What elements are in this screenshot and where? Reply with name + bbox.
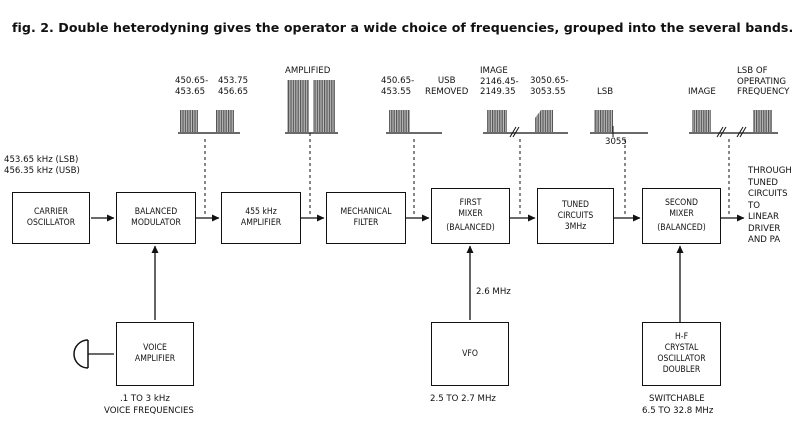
block-line: CRYSTAL — [664, 343, 699, 353]
vfo-output-frequency: 2.6 MHz — [476, 287, 511, 297]
spectrum-line: IMAGE — [480, 66, 508, 76]
spectrum-1-lsb-label: 450.65- 453.65 — [175, 76, 208, 97]
carrier-frequency-lsb: 453.65 kHz (LSB) — [4, 155, 79, 165]
spectrum-5-lsb — [590, 110, 648, 137]
microphone-icon — [73, 339, 114, 369]
block-line: FILTER — [353, 218, 379, 228]
block-line: CARRIER — [34, 207, 68, 217]
vfo-block: VFO — [431, 322, 509, 386]
spectrum-line: 3050.65- — [530, 76, 569, 86]
spectrum-4-image-label: IMAGE 2146.45- 2149.35 — [480, 66, 519, 98]
block-line: 3MHz — [564, 221, 587, 232]
spectrum-line: FREQUENCY — [737, 87, 790, 97]
output-line: LINEAR — [748, 212, 780, 222]
voice-frequencies-label: VOICE FREQUENCIES — [104, 406, 194, 416]
block-line: MECHANICAL — [340, 207, 392, 217]
block-line: OSCILLATOR — [26, 218, 76, 228]
spectrum-line: REMOVED — [425, 86, 469, 97]
spectrum-3-label: 450.65- 453.55 — [381, 76, 414, 97]
spectrum-4-image — [483, 110, 568, 138]
block-line: H-F — [674, 332, 689, 342]
block-line: VFO — [462, 348, 478, 359]
output-line: DRIVER — [748, 223, 781, 234]
block-line: AMPLIFIER — [240, 218, 282, 228]
block-line: 455 kHz — [245, 207, 277, 217]
block-line: CIRCUITS — [557, 210, 594, 221]
spectrum-7-label: LSB OF OPERATING FREQUENCY — [737, 66, 789, 98]
first-mixer-block: FIRST MIXER (BALANCED) — [431, 188, 510, 244]
output-destination: THROUGH TUNED CIRCUITS TO LINEAR DRIVER … — [748, 166, 792, 247]
spectrum-line: 2149.35 — [480, 87, 516, 97]
block-line: MODULATOR — [131, 218, 181, 228]
switchable-label: SWITCHABLE — [649, 394, 705, 404]
spectrum-line: 450.65- — [175, 76, 209, 86]
spectrum-2-label: AMPLIFIED — [285, 66, 331, 76]
spectrum-6-operating — [689, 110, 778, 138]
block-line: BALANCED — [134, 207, 178, 217]
spectrum-line: 2146.45- — [480, 76, 519, 87]
spectrum-line: 456.65 — [218, 86, 249, 97]
voice-amplifier-block: VOICE AMPLIFIER — [116, 322, 194, 386]
spectrum-1-usb-label: 453.75 456.65 — [218, 76, 248, 97]
carrier-frequency-usb: 456.35 kHz (USB) — [4, 166, 80, 176]
block-line: OSCILLATOR — [657, 354, 706, 364]
output-line: CIRCUITS — [748, 189, 788, 199]
spectrum-5-tick-label: 3055 — [605, 137, 627, 147]
hf-crystal-oscillator-block: H-F CRYSTAL OSCILLATOR DOUBLER — [642, 322, 721, 386]
block-line: (BALANCED) — [446, 223, 495, 233]
output-line: TO — [748, 200, 761, 211]
spectrum-line: 453.65 — [175, 86, 206, 97]
tuned-circuits-block: TUNED CIRCUITS 3MHz — [537, 188, 614, 244]
block-line: FIRST — [459, 198, 482, 208]
second-mixer-block: SECOND MIXER (BALANCED) — [642, 188, 721, 244]
spectrum-line: USB — [437, 76, 456, 86]
amplifier-455-block: 455 kHz AMPLIFIER — [221, 192, 301, 244]
voice-frequency-range: .1 TO 3 kHz — [120, 394, 170, 404]
vfo-range: 2.5 TO 2.7 MHz — [430, 394, 496, 404]
block-line: TUNED — [561, 199, 589, 210]
block-line: VOICE — [143, 343, 167, 353]
balanced-modulator-block: BALANCED MODULATOR — [116, 192, 196, 244]
output-line: AND PA — [748, 235, 781, 245]
spectrum-1-sidebands — [178, 110, 240, 134]
output-line: TUNED — [748, 177, 779, 188]
spectrum-line: OPERATING — [737, 76, 787, 87]
spectrum-line: 3053.55 — [530, 86, 566, 97]
block-line: MIXER — [458, 209, 483, 219]
spectrum-line: 453.75 — [218, 76, 249, 86]
spectrum-3-usb-removed-label: USB REMOVED — [425, 76, 468, 97]
spectrum-2-amplified — [285, 80, 338, 134]
figure-caption: fig. 2. Double heterodyning gives the op… — [12, 20, 794, 35]
output-line: THROUGH — [748, 166, 792, 176]
spectrum-line: LSB OF — [737, 66, 768, 76]
spectrum-4-sideband-label: 3050.65- 3053.55 — [530, 76, 569, 97]
spectrum-leaders — [204, 130, 730, 214]
switchable-range: 6.5 TO 32.8 MHz — [642, 406, 714, 416]
block-line: AMPLIFIER — [134, 354, 176, 364]
mechanical-filter-block: MECHANICAL FILTER — [326, 192, 406, 244]
spectrum-6-image-label: IMAGE — [688, 87, 716, 97]
carrier-oscillator-block: CARRIER OSCILLATOR — [12, 192, 90, 244]
block-line: (BALANCED) — [657, 223, 706, 233]
block-line: SECOND — [664, 198, 698, 208]
block-line: MIXER — [669, 209, 694, 219]
spectrum-line: 453.55 — [381, 86, 412, 97]
spectrum-3-usb-removed — [386, 110, 442, 134]
block-line: DOUBLER — [662, 365, 701, 375]
spectrum-5-label: LSB — [597, 87, 614, 97]
spectrum-line: 450.65- — [381, 76, 415, 86]
